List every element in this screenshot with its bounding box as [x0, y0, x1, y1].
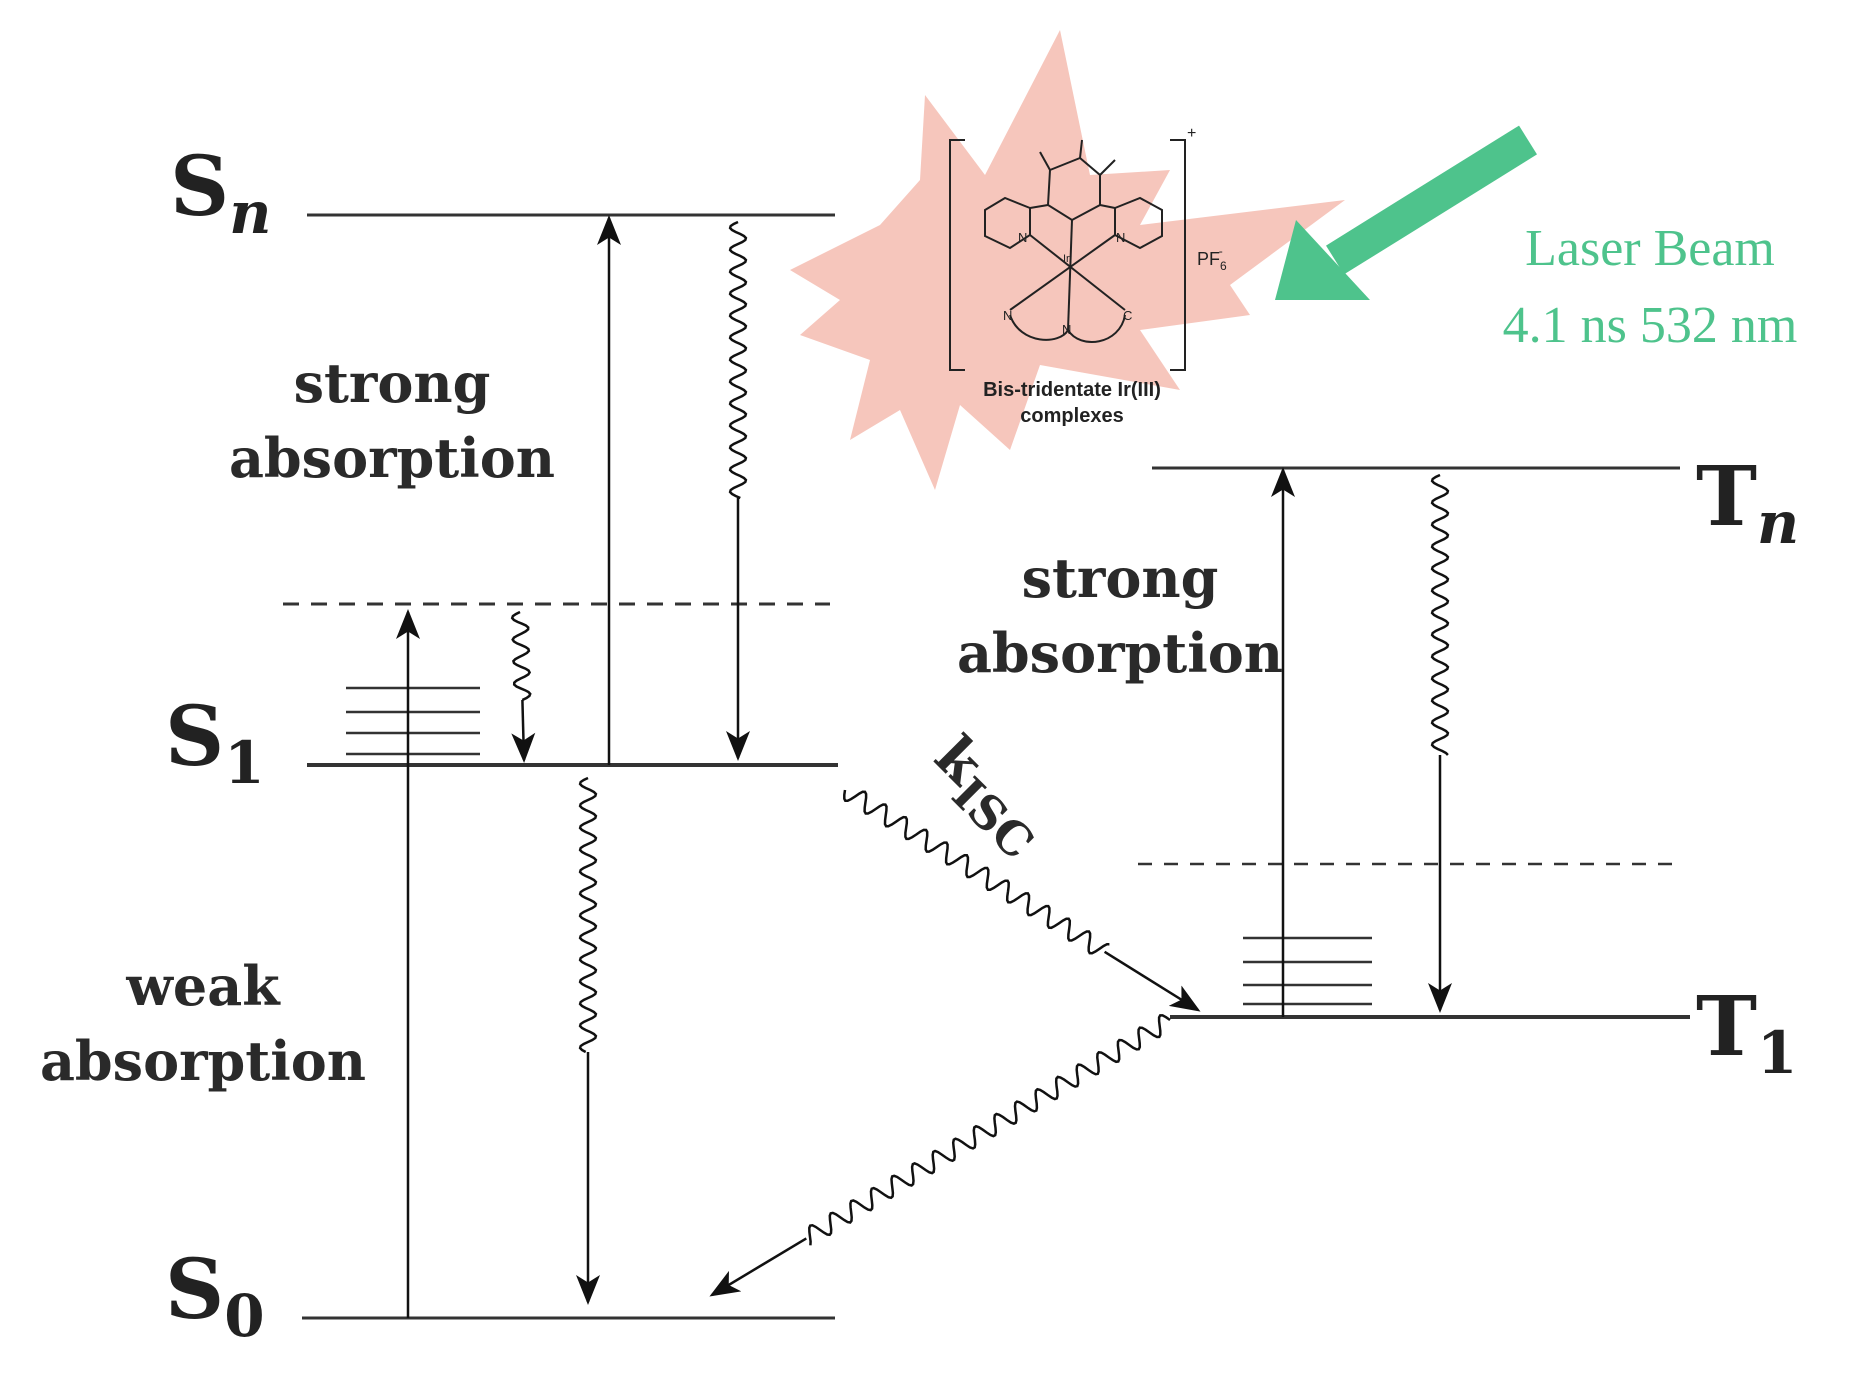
complex-caption-line1: Bis-tridentate Ir(III): [983, 379, 1161, 401]
label-sn: Sn: [170, 139, 271, 247]
ir-complex-labels: N N Ir N N C + PF6- Bis-tridentate Ir(II…: [983, 125, 1227, 427]
bracket-right: [1170, 139, 1186, 371]
triplet-strong-line2: absorption: [957, 621, 1283, 685]
atom-n-lower-center: N: [1062, 322, 1071, 337]
decay-s1-to-s0: [578, 776, 598, 1054]
absorption-arrows: [396, 215, 1295, 1318]
laser-beam-label: Laser Beam: [1525, 220, 1775, 277]
relax-virtual-to-s1: [510, 610, 532, 702]
atom-ir: Ir: [1063, 253, 1070, 265]
vibrational-levels-t1: [1243, 936, 1372, 1006]
weak-line1: weak: [125, 954, 281, 1018]
level-labels: Sn S1 S0 Tn T1: [165, 139, 1799, 1350]
relaxation-arrows: [510, 220, 1452, 1305]
process-labels: strong absorption strong absorption weak…: [40, 351, 1283, 1093]
phosphorescence-t1-to-s0: [808, 1014, 1171, 1246]
relax-sn-to-s1: [728, 220, 748, 500]
triplet-strong-line1: strong: [1022, 546, 1219, 610]
complex-charge: +: [1187, 125, 1196, 142]
atom-n-left: N: [1018, 230, 1027, 245]
laser-beam-arrow: [1275, 125, 1537, 300]
atom-n-lower-left: N: [1003, 308, 1012, 323]
laser-pulse-spec: 4.1 ns 532 nm: [1503, 297, 1798, 354]
atom-c-lower-right: C: [1123, 308, 1132, 323]
energy-levels: [283, 213, 1690, 1320]
singlet-strong-line2: absorption: [229, 426, 555, 490]
excitation-burst: [790, 30, 1345, 490]
label-tn: Tn: [1696, 449, 1799, 557]
atom-n-right: N: [1116, 230, 1125, 245]
vibrational-levels-s1: [346, 686, 480, 756]
label-s0: S0: [165, 1242, 265, 1350]
bracket-left: [949, 139, 965, 371]
counterion-pf: PF6-: [1197, 244, 1227, 273]
label-t1: T1: [1696, 979, 1797, 1087]
singlet-strong-line1: strong: [294, 351, 491, 415]
complex-caption-line2: complexes: [1020, 405, 1123, 427]
relax-tn-to-t1: [1430, 473, 1450, 756]
weak-line2: absorption: [40, 1029, 366, 1093]
intersystem-crossing: [843, 789, 1110, 955]
ir-complex-structure: [949, 139, 1186, 371]
label-s1: S1: [165, 689, 265, 797]
